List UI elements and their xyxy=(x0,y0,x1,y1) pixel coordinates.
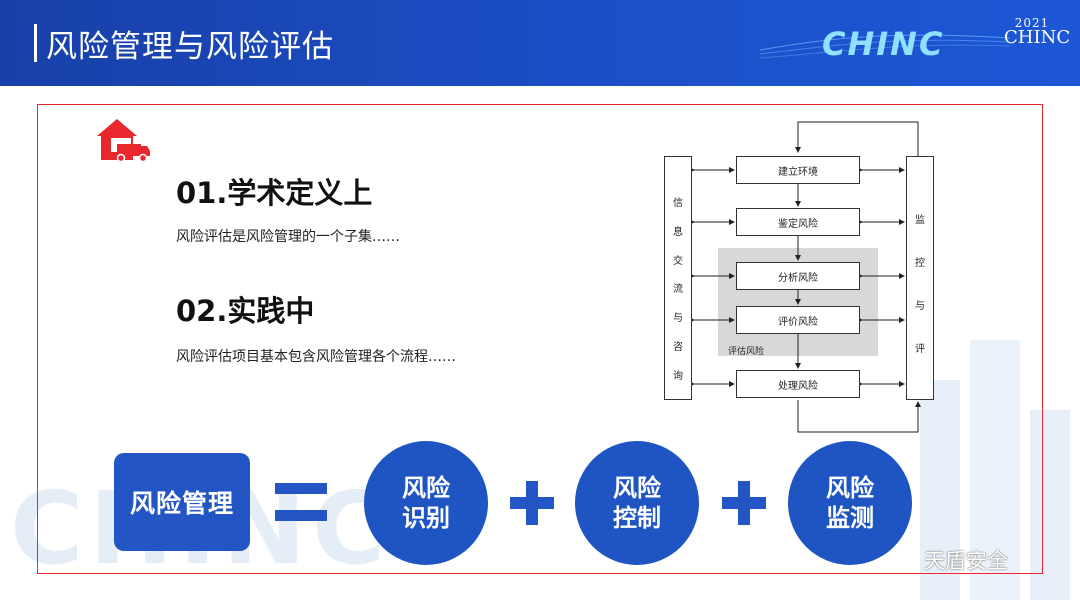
circle-line1: 风险 xyxy=(826,474,874,502)
left-column-char: 流 xyxy=(673,284,683,296)
right-column-char: 与 xyxy=(915,301,925,312)
step-evaluate-risk: 评价风险 xyxy=(736,306,860,334)
info-exchange-column: 信 息 交 流 与 咨 询 xyxy=(664,156,692,400)
right-column-char: 评 xyxy=(915,344,925,355)
step-establish-context: 建立环境 xyxy=(736,156,860,184)
section1-heading: 01.学术定义上 xyxy=(176,176,373,210)
title-accent-bar xyxy=(34,24,37,62)
watermark-logo-text: 天盾安全 xyxy=(924,549,1008,573)
risk-management-box: 风险管理 xyxy=(114,453,250,551)
risk-control-circle: 风险 控制 xyxy=(575,441,699,565)
right-column-char: 监 xyxy=(915,215,925,226)
section2-heading: 02.实践中 xyxy=(176,294,315,328)
eval-zone-label: 评估风险 xyxy=(728,347,765,357)
page-title: 风险管理与风险评估 xyxy=(46,29,334,65)
section2-text: 风险评估项目基本包含风险管理各个流程…… xyxy=(176,349,456,365)
left-column-char: 询 xyxy=(673,370,683,382)
circle-line2: 识别 xyxy=(402,504,450,532)
risk-process-diagram: 信 息 交 流 与 咨 询 监 控 与 评 建立环境 鉴定风险 分析风险 评价风… xyxy=(660,118,942,436)
plus-sign xyxy=(510,481,554,525)
left-column-char: 交 xyxy=(673,255,683,267)
plus-sign xyxy=(722,481,766,525)
year-text: 2021 xyxy=(1014,16,1050,30)
left-column-char: 与 xyxy=(673,313,683,325)
circle-line1: 风险 xyxy=(402,474,450,502)
step-treat-risk: 处理风险 xyxy=(736,370,860,398)
house-with-truck-icon xyxy=(97,119,150,163)
year-brand-text: CHINC xyxy=(1004,27,1071,48)
right-column-char: 控 xyxy=(915,258,925,269)
step-analyze-risk: 分析风险 xyxy=(736,262,860,290)
monitor-review-column: 监 控 与 评 xyxy=(906,156,934,400)
year-badge: 2021 CHINC xyxy=(1004,16,1071,48)
circle-line2: 监测 xyxy=(826,504,874,532)
background-building-decoration xyxy=(920,340,1070,600)
circle-line2: 控制 xyxy=(613,504,661,532)
brand-logo-text: CHINC xyxy=(822,25,945,63)
wechat-watermark: 天盾安全 xyxy=(888,545,1008,575)
section1-text: 风险评估是风险管理的一个子集…… xyxy=(176,229,400,245)
risk-monitoring-circle: 风险 监测 xyxy=(788,441,912,565)
equals-sign xyxy=(275,481,327,523)
header-banner: 风险管理与风险评估 CHINC 2021 CHINC xyxy=(0,0,1080,86)
left-column-char: 信 xyxy=(673,197,683,209)
wechat-icon xyxy=(888,549,917,571)
left-column-char: 息 xyxy=(673,226,683,238)
step-identify-risk: 鉴定风险 xyxy=(736,208,860,236)
equation-row: 风险管理 风险 识别 风险 控制 风险 监测 xyxy=(0,441,1080,565)
diagram-arrows xyxy=(689,121,921,433)
header-wave-decoration xyxy=(760,34,1011,59)
risk-identification-circle: 风险 识别 xyxy=(364,441,488,565)
left-column-char: 咨 xyxy=(673,342,683,354)
content-frame xyxy=(37,104,1043,574)
circle-line1: 风险 xyxy=(613,474,661,502)
